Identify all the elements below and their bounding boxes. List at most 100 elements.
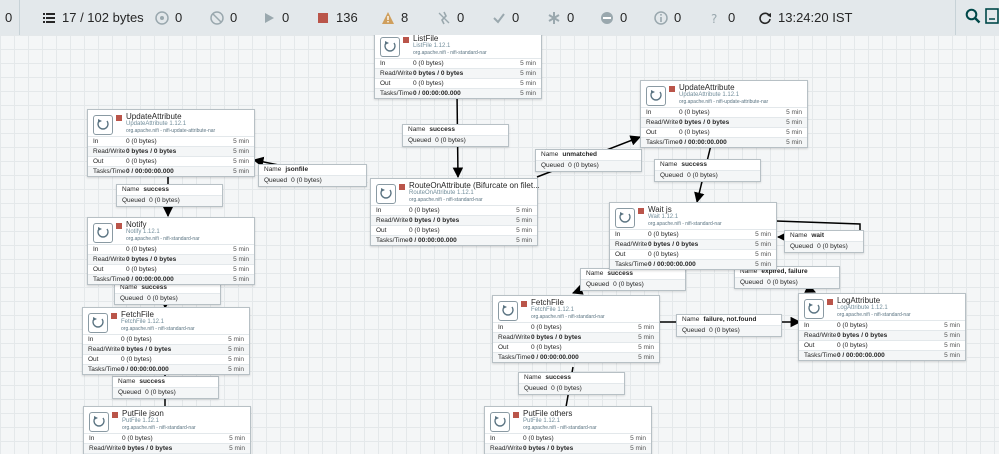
stat-label: Tasks/Time xyxy=(380,90,413,97)
bulletin-board-icon[interactable] xyxy=(984,8,999,27)
stat-window: 5 min xyxy=(228,336,244,343)
processor-icon xyxy=(88,313,108,333)
processor-header[interactable]: RouteOnAttribute (Bifurcate on filet...R… xyxy=(371,179,540,205)
relationship-name: success xyxy=(139,378,166,385)
relationship-name: jsonfile xyxy=(285,166,309,173)
processor-type: FetchFile 1.12.1 xyxy=(531,307,575,313)
stopped-status-icon xyxy=(111,313,117,319)
search-icon[interactable] xyxy=(965,8,981,27)
stat-label: Tasks/Time xyxy=(498,354,531,361)
queued-key: Queued xyxy=(586,281,610,288)
queued-key: Queued xyxy=(122,197,146,204)
stat-value: 0 / 00:00:00.000 xyxy=(679,139,727,146)
refresh-icon[interactable] xyxy=(758,11,772,25)
refresh-stat[interactable]: 13:24:20 IST xyxy=(758,0,852,35)
stopped-status-icon xyxy=(399,184,405,190)
processor-type: LogAttribute 1.12.1 xyxy=(837,305,888,311)
queued-key: Queued xyxy=(740,279,764,286)
name-key: Name xyxy=(118,378,136,385)
stat-value: 0 (0 bytes) xyxy=(126,138,157,145)
stat-label: Out xyxy=(804,342,815,349)
stat-window: 5 min xyxy=(755,251,771,258)
stat-window: 5 min xyxy=(630,435,646,442)
relationship-name: expired, failure xyxy=(761,268,808,275)
stat-window: 5 min xyxy=(516,227,532,234)
svg-text:?: ? xyxy=(711,12,717,25)
errors-count: 0 xyxy=(674,10,682,25)
bulletin-board-button[interactable] xyxy=(966,0,999,35)
search-button[interactable] xyxy=(955,0,990,35)
processor-routeonattribute[interactable]: RouteOnAttribute (Bifurcate on filet...R… xyxy=(370,178,540,246)
stat-window: 5 min xyxy=(233,276,249,283)
stat-label: Out xyxy=(646,129,657,136)
name-key: Name xyxy=(122,186,140,193)
relationship-name: success xyxy=(141,284,168,291)
stat-label: In xyxy=(498,324,504,331)
processor-icon xyxy=(498,301,518,321)
name-key: Name xyxy=(264,166,282,173)
invalid-count: 8 xyxy=(401,10,409,25)
last-refreshed-time: 13:24:20 IST xyxy=(778,10,853,25)
stopped-status-icon xyxy=(116,115,122,121)
not-transmitting-icon xyxy=(210,10,224,25)
stat-label: Read/Write xyxy=(490,445,523,452)
stopped-status-icon xyxy=(521,301,527,307)
transmitting-icon xyxy=(155,10,169,25)
stat-label: Out xyxy=(380,80,391,87)
processor-name: Notify xyxy=(126,220,147,229)
queued-value: 0 (0 bytes) xyxy=(613,281,644,288)
stat-label: Out xyxy=(88,356,99,363)
asterisk-icon xyxy=(547,11,561,25)
check-icon xyxy=(492,11,506,25)
stat-window: 5 min xyxy=(516,237,532,244)
stat-value: 0 (0 bytes) xyxy=(409,227,440,234)
up-to-date-stat: 0 xyxy=(492,0,519,35)
locally-modified-count: 0 xyxy=(567,10,575,25)
stat-value: 0 bytes / 0 bytes xyxy=(409,217,460,224)
stat-value: 0 (0 bytes) xyxy=(531,324,562,331)
relationship-name: success xyxy=(143,186,170,193)
stopped-status-icon xyxy=(638,208,644,214)
